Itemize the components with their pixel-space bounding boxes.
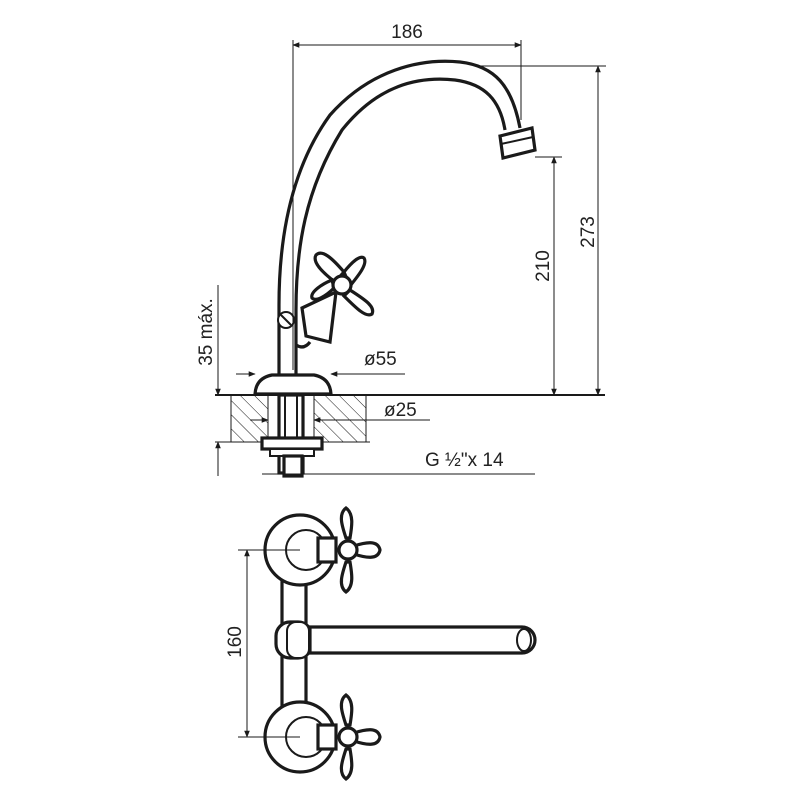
spout-body	[277, 59, 522, 375]
label-o25: ø25	[384, 400, 417, 421]
label-thread: G ½"x 14	[425, 450, 504, 471]
threaded-shank	[260, 393, 324, 478]
dim-outlet-height: 210	[533, 156, 562, 396]
top-view: 160	[225, 505, 537, 782]
spout-top-view	[308, 625, 537, 655]
label-35-max: 35 máx.	[196, 298, 217, 366]
lower-cross-handle-icon	[316, 692, 382, 782]
dim-center-distance: 160	[225, 549, 300, 738]
label-273: 273	[578, 216, 599, 248]
side-view: 186 273 210 35 máx. ø55	[196, 22, 606, 478]
dim-deck-thickness: 35 máx.	[196, 285, 221, 476]
label-186: 186	[391, 22, 423, 43]
label-160: 160	[225, 626, 246, 658]
upper-cross-handle-icon	[316, 505, 382, 595]
spout-collar	[274, 620, 314, 660]
dim-thread: G ½"x 14	[262, 450, 535, 475]
base-flange	[253, 373, 333, 396]
valve-body	[277, 289, 338, 349]
dim-base-diameter: ø55	[236, 349, 405, 377]
side-cross-handle-icon	[310, 251, 375, 317]
label-o55: ø55	[364, 349, 397, 370]
spout-outlet	[498, 126, 537, 160]
dim-spout-reach: 186	[292, 22, 522, 370]
dim-total-height: 273	[480, 65, 606, 396]
dim-hole-diameter: ø25	[250, 400, 430, 423]
label-210: 210	[533, 250, 554, 282]
